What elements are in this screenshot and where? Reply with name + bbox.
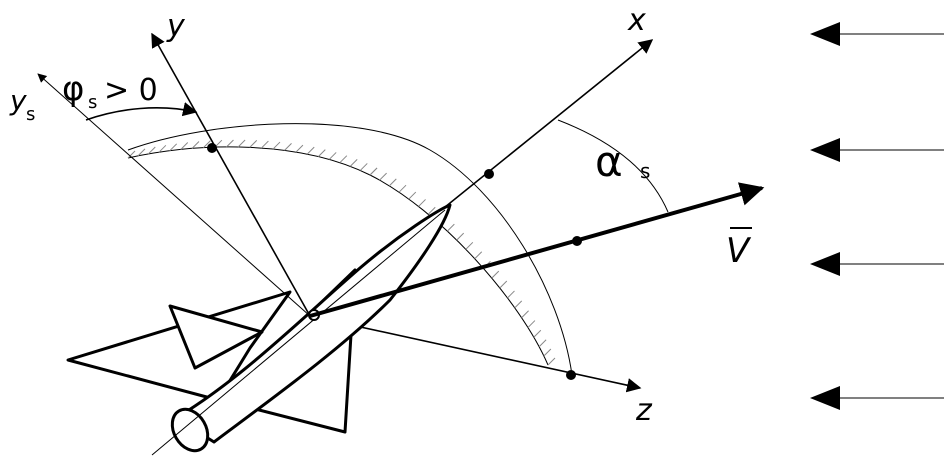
hatch-mark <box>284 143 292 151</box>
flow-arrow-icon <box>810 138 944 162</box>
hatch-mark <box>317 149 326 157</box>
hatch-mark <box>261 140 269 149</box>
hatch-mark <box>339 155 348 164</box>
hatch-mark <box>408 191 417 200</box>
hatch-mark <box>388 178 397 187</box>
hatch-mark <box>191 141 200 149</box>
y-axis-line <box>151 32 311 317</box>
z-axis-label: z <box>635 393 653 428</box>
hatch-mark <box>456 232 465 241</box>
ys-axis-label: y <box>9 84 27 117</box>
hatch-mark <box>349 159 358 167</box>
hatched-band <box>127 123 573 376</box>
phi-symbol: φ <box>62 69 84 109</box>
alpha-subscript: s <box>640 159 650 183</box>
hatch-mark <box>180 142 189 150</box>
hatch-mark <box>272 141 281 150</box>
hatch-mark <box>237 139 246 148</box>
hatch-mark <box>226 139 234 148</box>
hatch-mark <box>521 310 529 319</box>
hatch-mark <box>446 223 455 232</box>
hatch-mark <box>295 144 304 153</box>
ys-axis-subscript: s <box>26 104 35 125</box>
hatch-mark <box>543 348 552 357</box>
hatch-mark <box>147 146 156 155</box>
alpha-symbol: α <box>595 137 623 186</box>
z-axis-line <box>309 315 642 393</box>
hatch-mark <box>379 172 387 181</box>
flow-arrows <box>810 22 944 410</box>
hatch-mark <box>398 184 407 193</box>
hatch-mark <box>527 320 536 328</box>
hatch-mark <box>427 206 436 215</box>
hatch-mark <box>507 290 515 299</box>
flow-arrow-icon <box>810 22 944 46</box>
flow-arrow-icon <box>810 252 944 276</box>
phi-subscript: s <box>88 92 97 113</box>
hatch-mark <box>533 329 542 338</box>
phi-relation: > 0 <box>104 73 158 108</box>
point-y <box>207 143 217 153</box>
hatch-mark <box>418 199 426 207</box>
hatch-mark <box>249 140 258 148</box>
y-axis-label: y <box>166 9 186 44</box>
hatch-mark <box>465 241 474 250</box>
hatch-mark <box>137 148 146 157</box>
velocity-vector <box>309 182 765 318</box>
phi-angle-arc <box>85 102 198 121</box>
point-z <box>566 370 576 380</box>
hatch-mark <box>547 357 556 366</box>
hatch-mark <box>359 163 368 171</box>
hatch-mark <box>514 300 523 309</box>
aircraft-icon <box>66 203 452 456</box>
hatch-mark <box>499 280 508 289</box>
alpha-angle-arc <box>557 119 669 213</box>
hatch-mark <box>158 144 167 153</box>
hatch-mark <box>491 270 500 279</box>
flow-arrow-icon <box>810 386 944 410</box>
ys-axis-line <box>37 73 311 317</box>
hatch-mark <box>369 167 378 176</box>
velocity-label: V <box>726 231 752 271</box>
hatch-mark <box>474 251 483 260</box>
point-v <box>572 236 582 246</box>
hatch-mark <box>538 339 547 348</box>
hatch-mark <box>328 152 337 160</box>
point-x <box>484 169 494 179</box>
hatch-mark <box>306 146 315 155</box>
hatch-mark <box>203 140 211 149</box>
hatch-mark <box>127 150 136 159</box>
hatch-mark <box>169 143 178 152</box>
x-axis-label: x <box>627 3 646 38</box>
